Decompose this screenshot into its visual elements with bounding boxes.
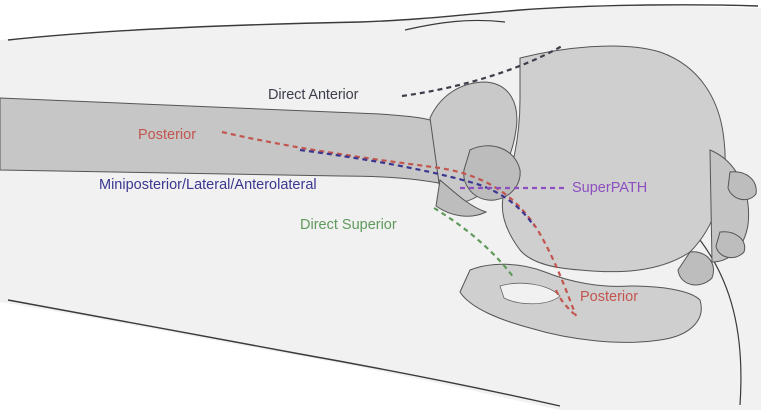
label-posterior-lower: Posterior — [580, 290, 638, 305]
label-posterior-upper: Posterior — [138, 128, 196, 143]
label-miniposterior: Miniposterior/Lateral/Anterolateral — [99, 178, 317, 193]
label-direct-superior: Direct Superior — [300, 218, 397, 233]
label-superpath: SuperPATH — [572, 181, 647, 196]
label-direct-anterior: Direct Anterior — [268, 88, 358, 103]
ilium-bone — [502, 46, 725, 272]
